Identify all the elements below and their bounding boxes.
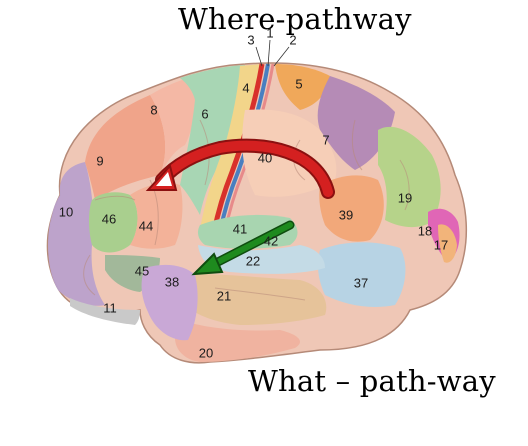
area-11-label: 11 (103, 300, 117, 315)
area-39-region (319, 175, 384, 242)
area-4-label: 4 (242, 80, 249, 95)
area-10-region (48, 162, 105, 306)
area-22-label: 22 (246, 253, 260, 268)
area-39-label: 39 (339, 207, 353, 222)
area-21-region (180, 274, 327, 325)
area-labels: 1 2 3 4 5 6 7 8 9 10 11 17 18 19 20 21 2… (59, 25, 448, 360)
area-1-label: 1 (266, 25, 273, 40)
central-stripe-red (211, 63, 265, 233)
area-37-label: 37 (354, 275, 368, 290)
area-9-label: 9 (96, 153, 103, 168)
area-46-region (89, 192, 138, 253)
where-pathway-arrow-fill (157, 140, 333, 197)
area-8-label: 8 (150, 102, 157, 117)
area-8-region (150, 76, 197, 175)
central-stripe-blue (218, 63, 270, 233)
area-42-label: 42 (264, 233, 278, 248)
area-18-label: 18 (418, 223, 432, 238)
area-41-label: 41 (233, 221, 247, 236)
area-45-label: 45 (135, 263, 149, 278)
area-5-label: 5 (295, 76, 302, 91)
area-7-region (317, 76, 395, 170)
area-37-region (317, 242, 406, 307)
area-19-label: 19 (398, 190, 412, 205)
area-41-region (197, 214, 298, 249)
area-3-label: 3 (247, 32, 254, 47)
area-5-region (275, 64, 330, 110)
area-10-label: 10 (59, 204, 73, 219)
what-pathway-caption: What – path-way (248, 364, 496, 398)
area-19-region (378, 126, 441, 228)
area-2-label: 2 (289, 32, 296, 47)
area-17-region (438, 224, 457, 263)
area-7-label: 7 (322, 132, 329, 147)
where-pathway-arrowhead-inner (156, 172, 172, 186)
area-6-label: 6 (201, 106, 208, 121)
where-pathway-caption: Where-pathway (178, 2, 412, 36)
area-11-region (70, 298, 140, 325)
area-38-region (141, 264, 198, 341)
central-stripe-pink (223, 63, 275, 233)
area-9-region (85, 95, 166, 200)
what-pathway-arrowhead (191, 252, 224, 276)
what-pathway-arrow-fill (209, 222, 293, 268)
area-40-label: 40 (258, 150, 272, 165)
area-20-label: 20 (199, 345, 213, 360)
area-44-region (130, 183, 183, 249)
area-6-region (180, 65, 245, 215)
area-20-region (175, 318, 300, 362)
area-21-label: 21 (217, 288, 231, 303)
central-leader-lines (255, 39, 290, 67)
area-44-label: 44 (139, 218, 153, 233)
area-46-label: 46 (102, 211, 116, 226)
area-38-label: 38 (165, 274, 179, 289)
area-17-label: 17 (434, 237, 448, 252)
